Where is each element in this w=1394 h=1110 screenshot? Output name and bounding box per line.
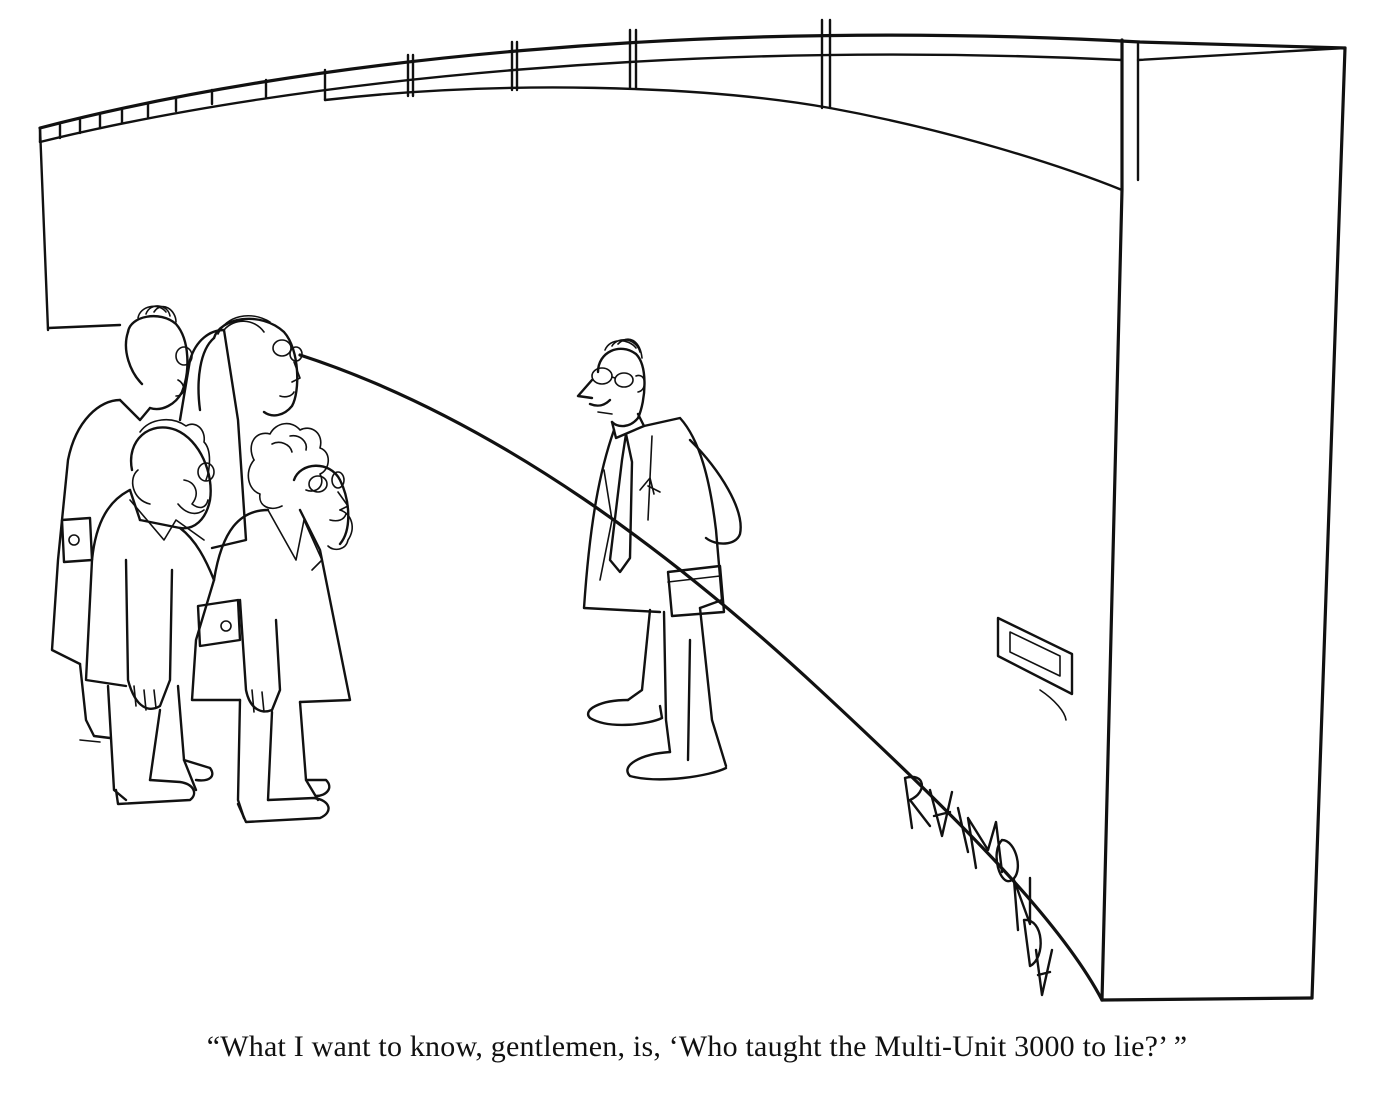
artist-signature	[903, 775, 1054, 997]
cartoon-drawing	[38, 18, 1347, 1002]
floor-mark	[79, 739, 101, 743]
onlookers-group	[50, 305, 353, 824]
cartoon-caption: “What I want to know, gentlemen, is, ‘Wh…	[206, 1030, 1188, 1063]
speaker-figure	[576, 338, 742, 781]
computer-panel-dividers	[58, 18, 832, 140]
onlooker-front-left	[84, 419, 216, 806]
onlooker-front-right	[190, 422, 353, 824]
computer-machine	[38, 18, 1347, 1002]
output-slot	[996, 616, 1074, 721]
onlooker-back-left	[50, 305, 193, 740]
onlooker-back-right	[178, 314, 303, 550]
